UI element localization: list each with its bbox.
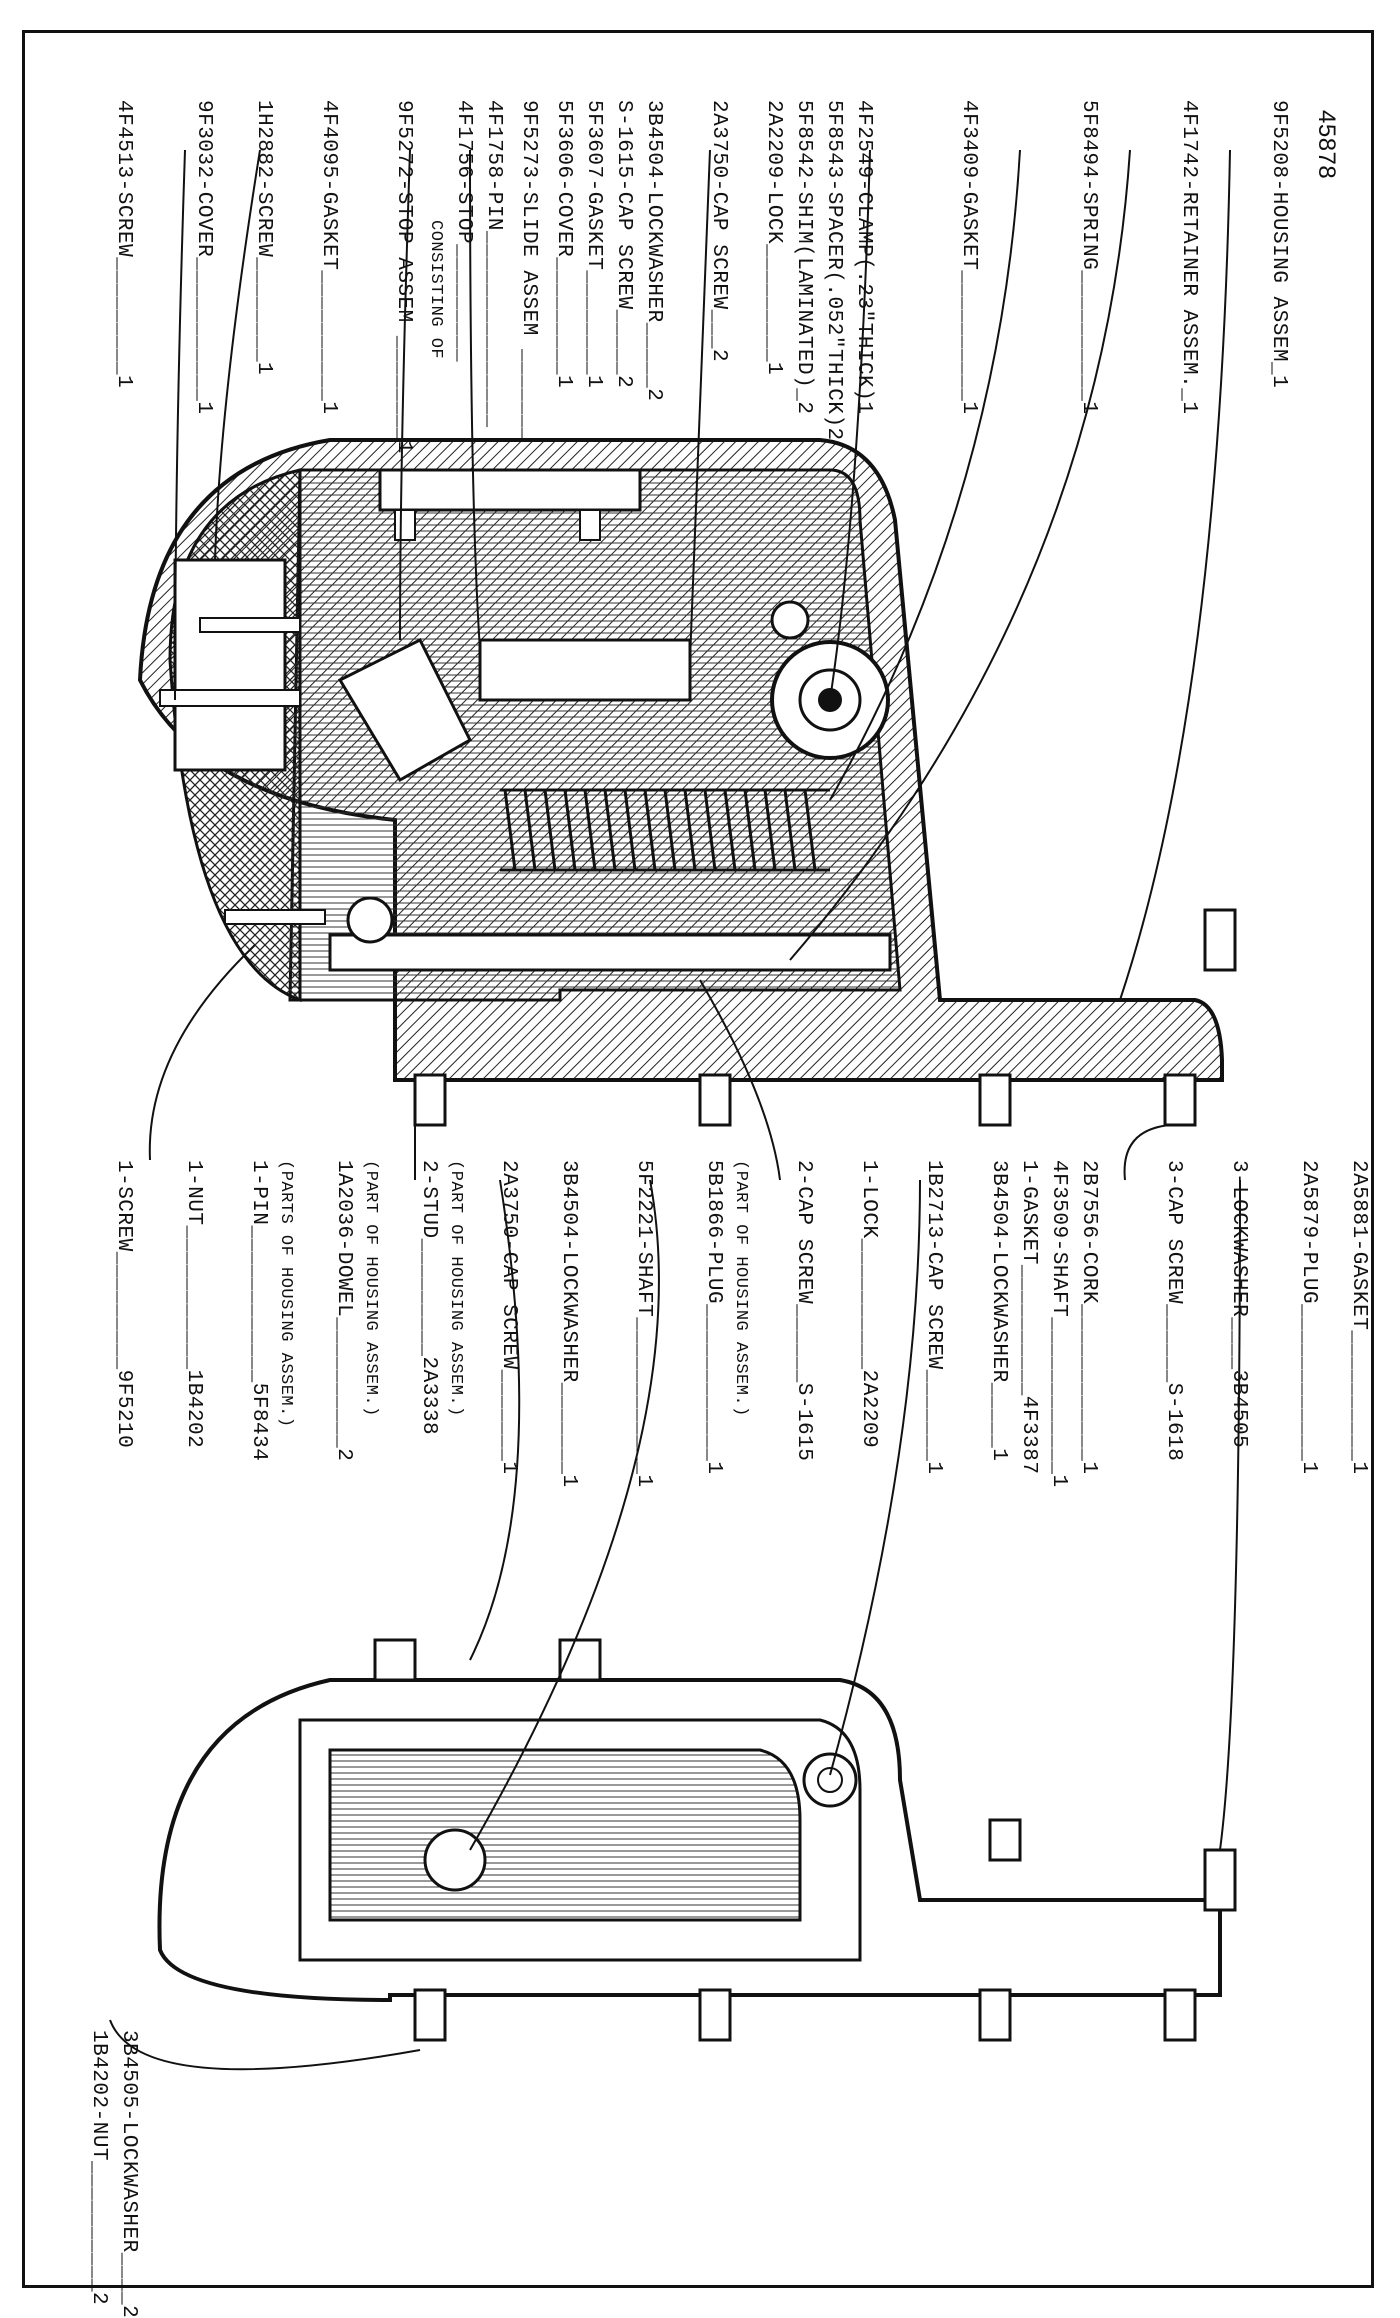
callout-5f3607-gasket: 5F3607-GASKET________1 <box>582 100 605 389</box>
leader-lines <box>109 149 1241 2071</box>
callout-2-cap-screw: 2-CAP SCREW______S-1615 <box>792 1160 815 1462</box>
callout-1b2713-cap-screw: 1B2713-CAP SCREW_______1 <box>922 1160 945 1475</box>
callout-2a2209-lock: 2A2209-LOCK_________1 <box>762 100 785 376</box>
callout-4f4513-screw: 4F4513-SCREW_________1 <box>112 100 135 389</box>
callout-4f1756-stop: 4F1756-STOP_________ <box>452 100 475 363</box>
callout-part-of-housing-3: (PART OF HOUSING ASSEM.) <box>446 1160 465 1417</box>
callout-1h2882-screw: 1H2882-SCREW________1 <box>252 100 275 376</box>
callout-2-stud: 2-STUD_________2A3338 <box>417 1160 440 1436</box>
callout-3b4504-lockwasher: 3B4504-LOCKWASHER_____2 <box>642 100 665 402</box>
callout-4f2549-clamp: 4F2549-CLAMP(.23"THICK)1 <box>852 100 875 415</box>
callout-9f5273-slide-assem: 9F5273-SLIDE ASSEM _______ <box>517 100 540 441</box>
document-number: 45878 <box>1313 110 1340 180</box>
callout-5f8543-spacer: 5F8543-SPACER(.052"THICK)2 <box>822 100 845 441</box>
callout-3b4504-lockwasher-b: 3B4504-LOCKWASHER_______1 <box>557 1160 580 1488</box>
callout-consisting-of: CONSISTING OF <box>426 220 445 360</box>
callout-1-screw: 1-SCREW_________9F5210 <box>112 1160 135 1449</box>
callout-part-of-housing-4: (PART OF HOUSING ASSEM.) <box>731 1160 750 1417</box>
callout-2a3750-cap-screw-b: 2A3750-CAP SCREW_______1 <box>497 1160 520 1475</box>
callout-2a3750-cap-screw: 2A3750-CAP SCREW___2 <box>707 100 730 363</box>
callout-5f8494-spring: 5F8494-SPRING__________1 <box>1077 100 1100 415</box>
callout-parts-of-housing-1: (PARTS OF HOUSING ASSEM.) <box>276 1160 295 1428</box>
callout-1a2036-dowel: 1A2036-DOWEL__________2 <box>332 1160 355 1462</box>
callout-2b7556-cork: 2B7556-CORK____________1 <box>1077 1160 1100 1475</box>
callout-2a5879-plug: 2A5879-PLUG____________1 <box>1297 1160 1320 1475</box>
callout-3-cap-screw: 3-CAP SCREW______S-1618 <box>1162 1160 1185 1462</box>
callout-9f5272-stop-assem: 9F5272-STOP ASSEM ________1 <box>392 100 415 454</box>
callout-5f2221-shaft: 5F2221-SHAFT____________1 <box>632 1160 655 1488</box>
callout-1-lock: 1-LOCK__________2A2209 <box>857 1160 880 1449</box>
callout-4f1742-retainer-assem: 4F1742-RETAINER ASSEM._1 <box>1177 100 1200 415</box>
callout-2a5881-gasket: 2A5881-GASKET__________1 <box>1347 1160 1370 1475</box>
callout-5f3606-cover: 5F3606-COVER_________1 <box>552 100 575 389</box>
callout-4f3409-gasket: 4F3409-GASKET__________1 <box>957 100 980 415</box>
callout-1-pin: 1-PIN____________5F8434 <box>247 1160 270 1462</box>
callout-1b4202-nut: 1B4202-NUT__________2 <box>87 2030 110 2306</box>
callout-4f1758-pin: 4F1758-PIN_______________ <box>482 100 505 428</box>
callout-5f8542-shim: 5F8542-SHIM(LAMINATED)_2 <box>792 100 815 415</box>
callout-5b1866-plug: 5B1866-PLUG____________1 <box>702 1160 725 1475</box>
callout-part-of-housing-2: (PART OF HOUSING ASSEM.) <box>361 1160 380 1417</box>
callout-4f4095-gasket: 4F4095-GASKET__________1 <box>317 100 340 415</box>
callout-1-nut: 1-NUT___________1B4202 <box>182 1160 205 1449</box>
callout-3b4505-lockwasher: 3B4505-LOCKWASHER____2 <box>117 2030 140 2318</box>
callout-4f3509-shaft: 4F3509-SHAFT____________1 <box>1047 1160 1070 1488</box>
callout-1-gasket: 1-GASKET__________4F3387 <box>1017 1160 1040 1475</box>
callout-3-lockwasher: 3-LOCKWASHER____3B4505 <box>1227 1160 1250 1449</box>
callout-9f5208-housing-assem: 9F5208-HOUSING ASSEM_1 <box>1267 100 1290 389</box>
sectional-view <box>137 438 1237 1127</box>
callout-9f3032-cover: 9F3032-COVER___________1 <box>192 100 215 415</box>
callout-s-1615-cap-screw: S-1615-CAP SCREW_____2 <box>612 100 635 389</box>
callout-3b4504-lockwasher-c: 3B4504-LOCKWASHER_____1 <box>987 1160 1010 1462</box>
exterior-view <box>157 1638 1237 2042</box>
